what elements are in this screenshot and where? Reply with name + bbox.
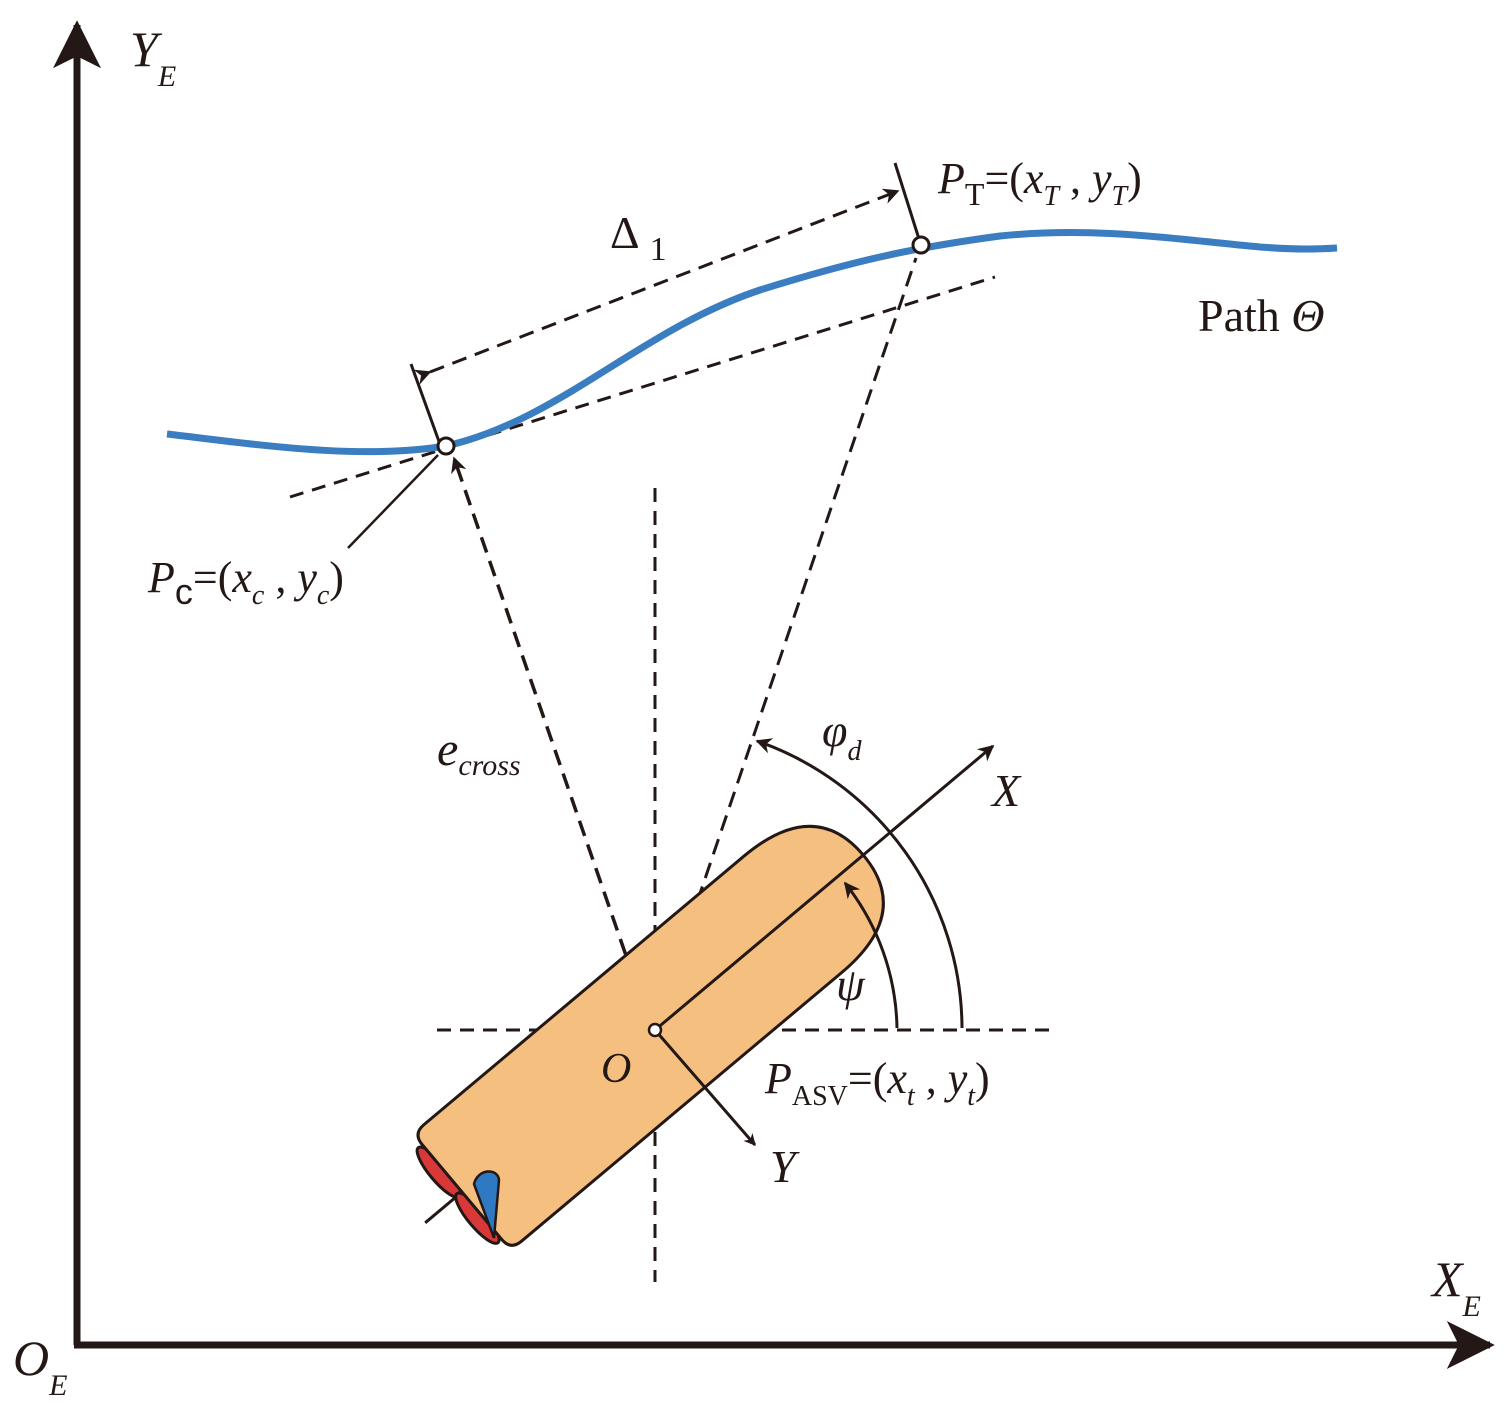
delta-dimension-line: [413, 188, 900, 385]
phi-d-angle-arc: [755, 738, 964, 1029]
point-asv-label: PASV=(xt , yt): [764, 1054, 990, 1112]
path-theta-label: Path Θ: [1198, 290, 1325, 341]
asv-origin-marker: [647, 1022, 663, 1038]
psi-label: ψ: [836, 959, 866, 1010]
point-pt-label: PT=(xT , yT): [937, 154, 1142, 212]
body-x-label: X: [990, 765, 1022, 816]
line-to-pc: [451, 456, 652, 1026]
body-origin-label: O: [601, 1046, 631, 1092]
pc-leader-line: [347, 454, 439, 549]
body-y-label: Y: [770, 1141, 800, 1192]
y-axis-label: YE: [130, 21, 176, 93]
body-x-axis: [654, 744, 995, 1032]
asv-vessel: [415, 824, 885, 1247]
point-pc-label: Pc=(xc , yc): [147, 553, 344, 612]
hull: [416, 824, 885, 1247]
psi-angle-arc: [843, 881, 899, 1029]
path-theta-curve: [166, 229, 1338, 456]
e-cross-label: ecross: [437, 723, 521, 782]
x-axis-label: XE: [1430, 1251, 1481, 1323]
delta-end-tick-pt: [893, 162, 921, 240]
point-pc-marker: [436, 436, 456, 456]
point-pt-marker: [911, 235, 931, 255]
delta-end-tick-pc: [409, 363, 443, 448]
body-y-axis: [653, 1029, 757, 1146]
path-tangent-dashed-line: [289, 275, 996, 499]
origin-label: OE: [13, 1330, 67, 1402]
phi-d-label: φd: [822, 705, 862, 767]
rudder-fin: [472, 1170, 501, 1239]
